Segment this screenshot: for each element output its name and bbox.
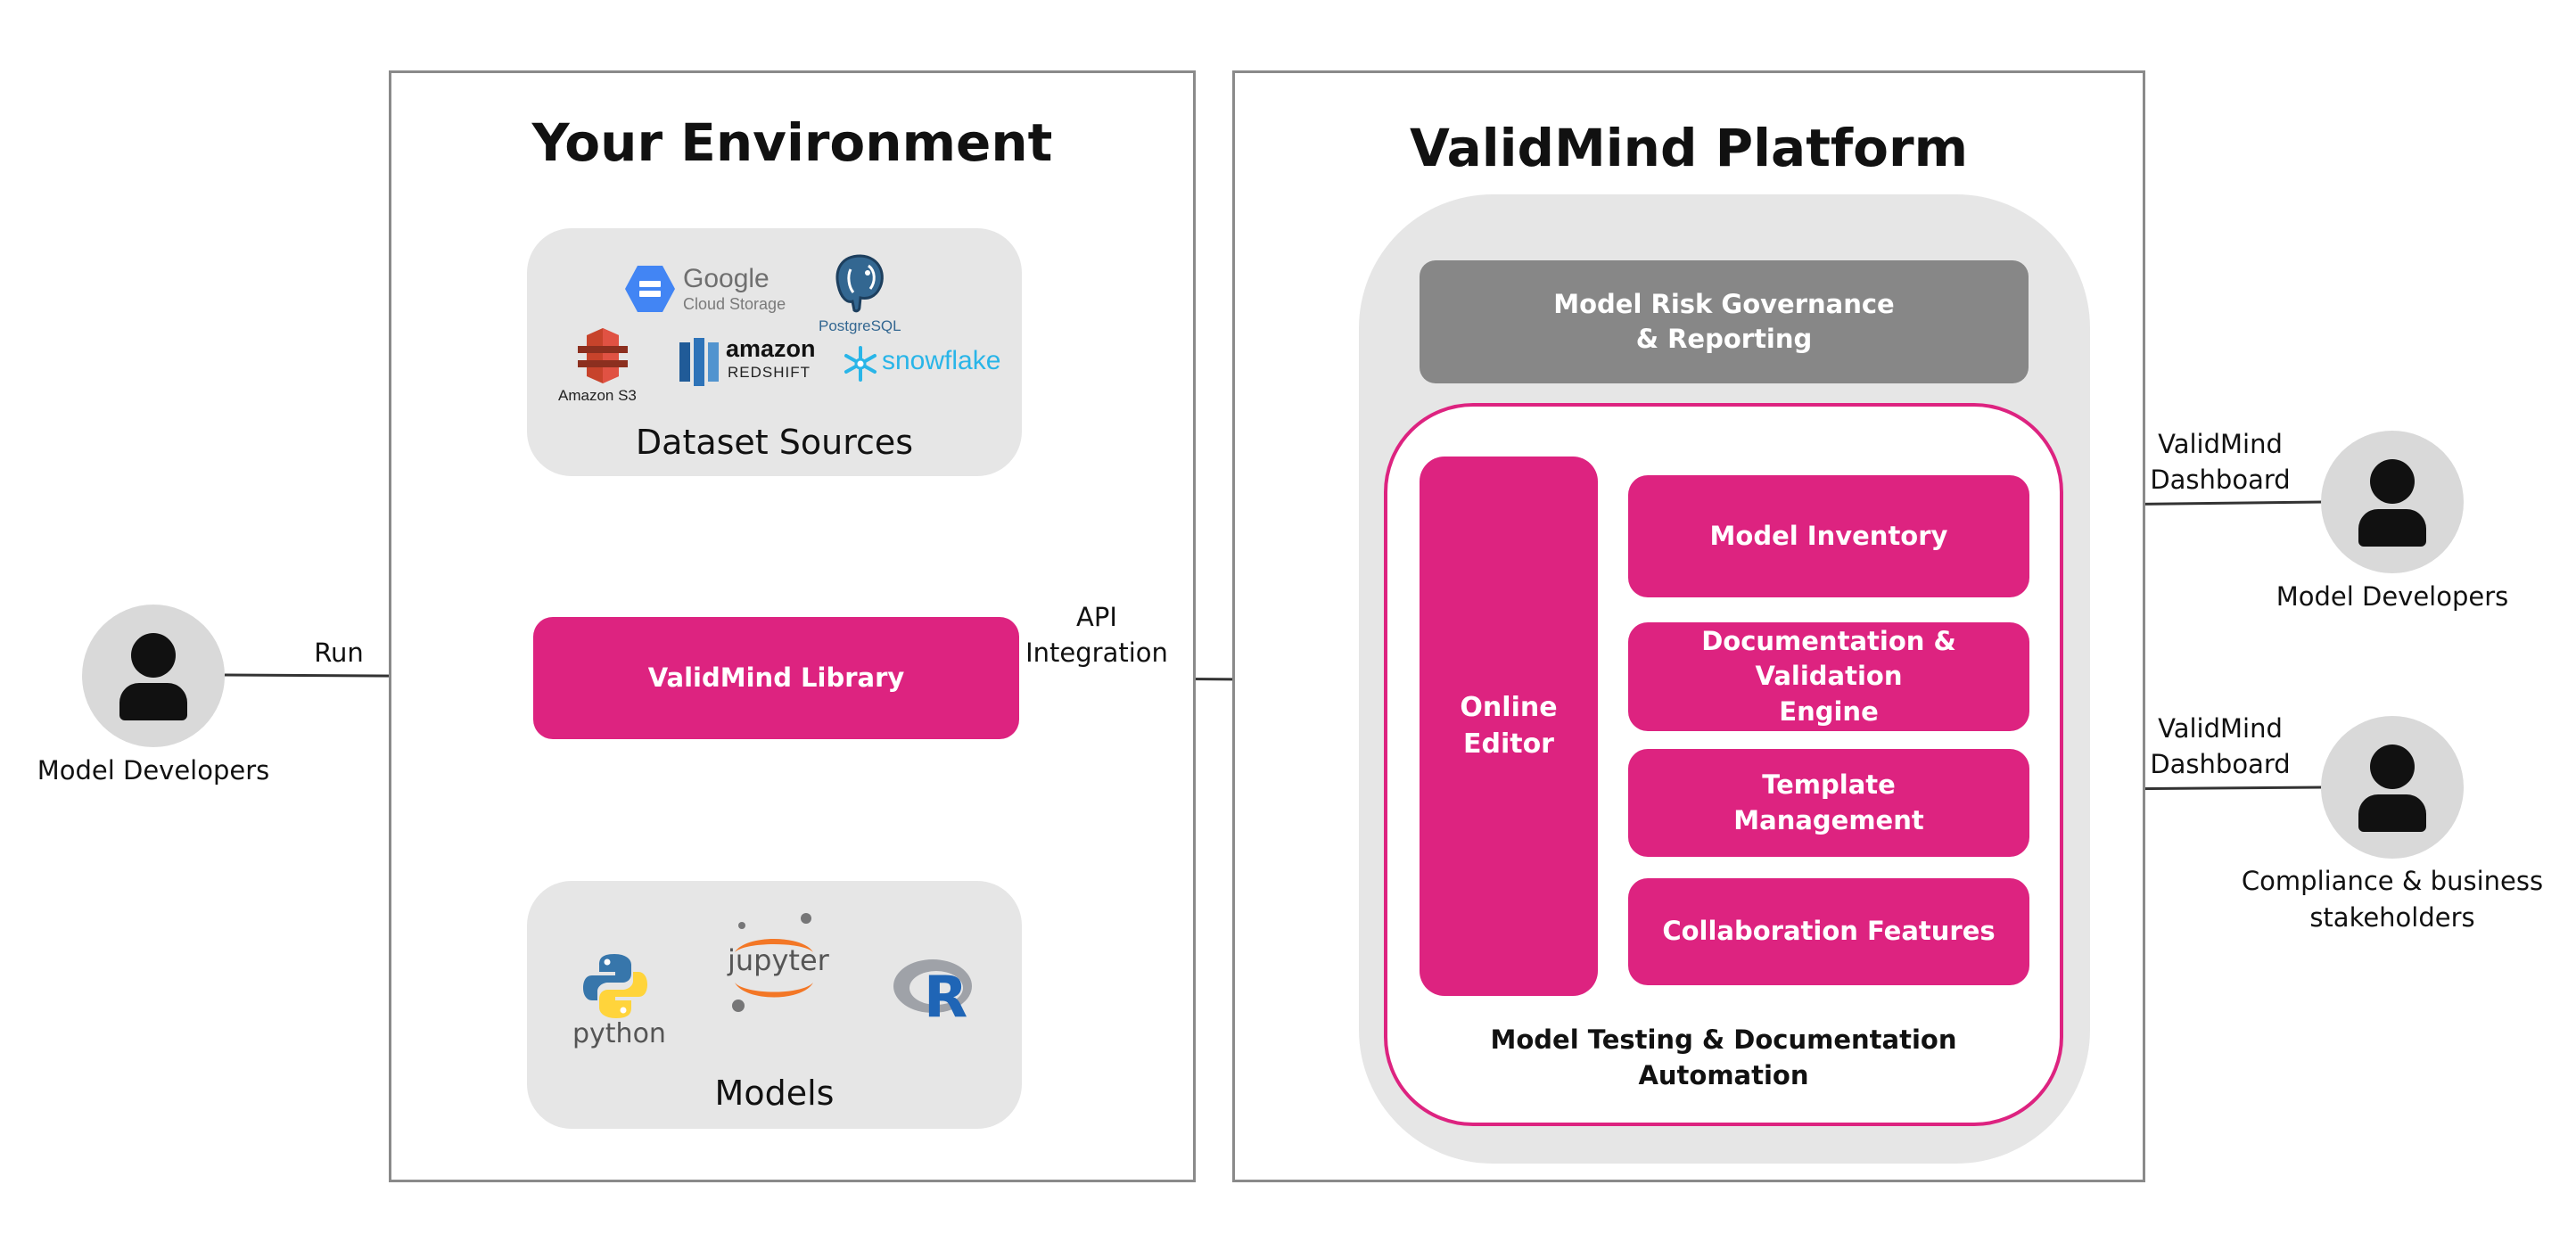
governance-line-1: Model Risk Governance xyxy=(1553,288,1895,319)
automation-line-1: Model Testing & Documentation xyxy=(1490,1024,1957,1055)
jupyter-icon xyxy=(732,913,813,1012)
google-logo-name: Google xyxy=(683,264,770,293)
online-editor-line-1: Online xyxy=(1460,692,1558,723)
person-icon-head xyxy=(2370,745,2415,789)
compliance-label: Compliance & business stakeholders xyxy=(2205,863,2576,935)
dashboard-2-line-1: ValidMind xyxy=(2158,713,2283,744)
feature-label-2: Management xyxy=(1733,804,1924,835)
dashboard-1-line-1: ValidMind xyxy=(2158,429,2283,459)
dashboard-label-1: ValidMind Dashboard xyxy=(2131,426,2309,498)
automation-label: Model Testing & Documentation Automation xyxy=(1384,1022,2063,1093)
person-icon-head xyxy=(131,633,176,678)
left-developers-label: Model Developers xyxy=(37,755,270,786)
platform-title: ValidMind Platform xyxy=(1409,118,1969,178)
google-logo-sub: Cloud Storage xyxy=(683,295,786,313)
python-icon xyxy=(583,954,647,1018)
api-integration-label: API Integration xyxy=(1008,599,1186,670)
dashboard-label-2: ValidMind Dashboard xyxy=(2131,711,2309,782)
dashboard-1-line-2: Dashboard xyxy=(2150,465,2291,496)
dataset-sources-label: Dataset Sources xyxy=(635,423,914,462)
api-line-1: API xyxy=(1076,602,1117,632)
elephant-icon xyxy=(835,254,884,313)
redshift-top-text: amazon xyxy=(726,335,816,362)
jupyter-text: jupyter xyxy=(728,943,829,977)
postgresql-text: PostgreSQL xyxy=(819,317,901,334)
feature-label: Documentation & Validation xyxy=(1701,626,1956,692)
compliance-avatar xyxy=(2321,716,2464,859)
api-line-2: Integration xyxy=(1025,638,1168,669)
feature-label: Collaboration Features xyxy=(1662,916,1996,947)
run-label: Run xyxy=(314,638,364,668)
redshift-bottom-text: REDSHIFT xyxy=(728,364,811,381)
person-icon-body xyxy=(2358,509,2426,547)
dashboard-2-line-2: Dashboard xyxy=(2150,749,2291,780)
postgresql-logo: PostgreSQL xyxy=(819,251,908,339)
automation-line-2: Automation xyxy=(1638,1060,1809,1091)
feature-model-inventory: Model Inventory xyxy=(1628,475,2029,597)
r-ring-icon xyxy=(893,959,972,1013)
google-cloud-storage-logo: Google Cloud Storage xyxy=(624,264,802,317)
left-developers-avatar xyxy=(82,605,225,747)
python-text: python xyxy=(572,1018,666,1049)
person-icon-body xyxy=(119,683,187,720)
feature-label-2: Engine xyxy=(1779,695,1879,727)
google-cloud-icon xyxy=(625,266,675,312)
compliance-line-2: stakeholders xyxy=(2309,901,2475,933)
feature-label: Template xyxy=(1762,769,1896,801)
feature-collaboration-features: Collaboration Features xyxy=(1628,878,2029,985)
snowflake-text: snowflake xyxy=(882,346,1001,375)
s3-bucket-icon xyxy=(578,328,628,383)
python-logo: python xyxy=(567,952,666,1050)
compliance-line-1: Compliance & business xyxy=(2241,866,2544,896)
governance-line-2: & Reporting xyxy=(1635,324,1813,354)
r-logo: R xyxy=(892,956,981,1036)
amazon-redshift-logo: amazon REDSHIFT xyxy=(678,335,820,392)
r-text: R xyxy=(924,965,968,1031)
validmind-library-box: ValidMind Library xyxy=(533,617,1019,739)
right-developers-label: Model Developers xyxy=(2276,581,2509,612)
governance-box: Model Risk Governance & Reporting xyxy=(1420,260,2029,383)
right-developers-avatar xyxy=(2321,431,2464,573)
environment-title: Your Environment xyxy=(531,112,1053,173)
online-editor-line-2: Editor xyxy=(1462,728,1554,760)
feature-label: Model Inventory xyxy=(1709,520,1948,551)
amazon-s3-logo: Amazon S3 xyxy=(558,326,647,408)
online-editor-box: Online Editor xyxy=(1420,457,1598,996)
models-label: Models xyxy=(714,1074,835,1113)
jupyter-logo: jupyter xyxy=(722,909,829,1016)
amazon-s3-text: Amazon S3 xyxy=(558,387,637,404)
redshift-icon xyxy=(679,338,719,386)
snowflake-icon xyxy=(844,346,876,382)
person-icon-head xyxy=(2370,459,2415,504)
person-icon-body xyxy=(2358,794,2426,832)
snowflake-logo: snowflake xyxy=(843,342,1003,387)
